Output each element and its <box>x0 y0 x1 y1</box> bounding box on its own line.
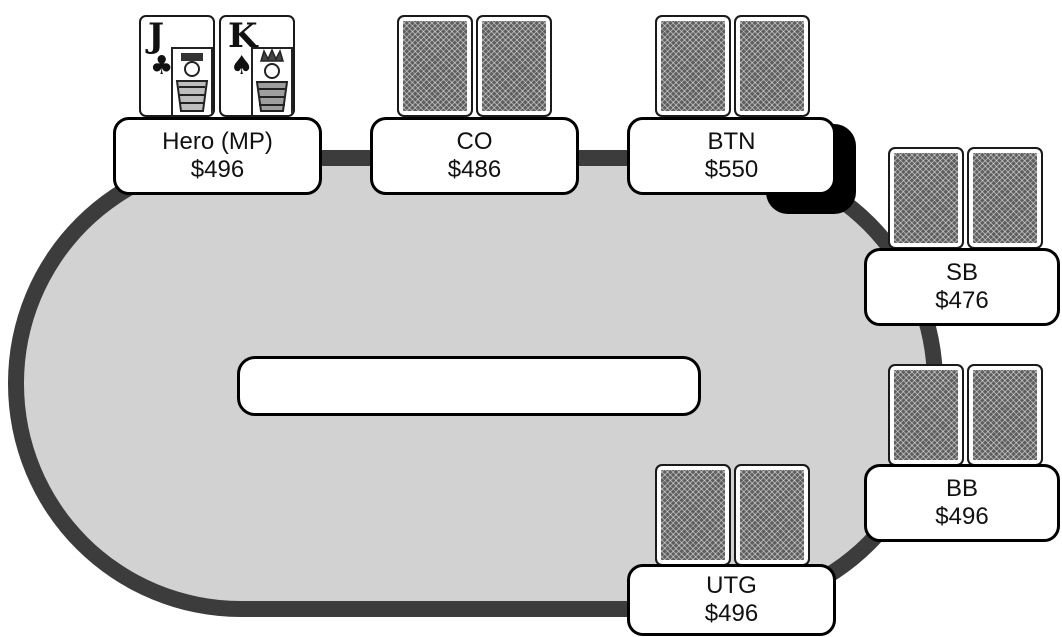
spade-icon: ♠ <box>230 51 253 81</box>
pot-display <box>237 356 701 416</box>
btn-card-back-2 <box>734 15 810 117</box>
card-rank: J <box>148 17 164 55</box>
seat-utg[interactable]: UTG $496 <box>627 564 836 636</box>
seat-name: UTG <box>706 572 757 600</box>
seat-stack: $476 <box>935 287 988 315</box>
seat-stack: $550 <box>705 156 758 184</box>
sb-card-back-2 <box>967 147 1043 249</box>
seat-stack: $496 <box>191 156 244 184</box>
club-icon: ♣ <box>150 51 173 81</box>
bb-card-back-1 <box>888 364 964 466</box>
seat-btn[interactable]: BTN $550 <box>627 117 836 195</box>
seat-stack: $496 <box>935 503 988 531</box>
seat-name: BTN <box>708 128 756 156</box>
utg-card-back-2 <box>734 464 810 566</box>
utg-card-back-1 <box>655 464 731 566</box>
hero-card-2[interactable]: K ♠ <box>219 15 295 117</box>
seat-name: BB <box>946 475 978 503</box>
jack-figure-icon <box>171 47 213 117</box>
seat-co[interactable]: CO $486 <box>370 117 579 195</box>
king-figure-icon <box>251 47 293 117</box>
co-card-back-1 <box>397 15 473 117</box>
seat-name: Hero (MP) <box>162 128 273 156</box>
bb-card-back-2 <box>967 364 1043 466</box>
hero-card-1[interactable]: J ♣ <box>139 15 215 117</box>
co-card-back-2 <box>476 15 552 117</box>
seat-name: SB <box>946 259 978 287</box>
seat-stack: $496 <box>705 600 758 628</box>
seat-stack: $486 <box>448 156 501 184</box>
seat-hero[interactable]: Hero (MP) $496 <box>113 117 322 195</box>
btn-card-back-1 <box>655 15 731 117</box>
seat-sb[interactable]: SB $476 <box>864 248 1060 326</box>
seat-bb[interactable]: BB $496 <box>864 464 1060 542</box>
seat-name: CO <box>457 128 493 156</box>
sb-card-back-1 <box>888 147 964 249</box>
